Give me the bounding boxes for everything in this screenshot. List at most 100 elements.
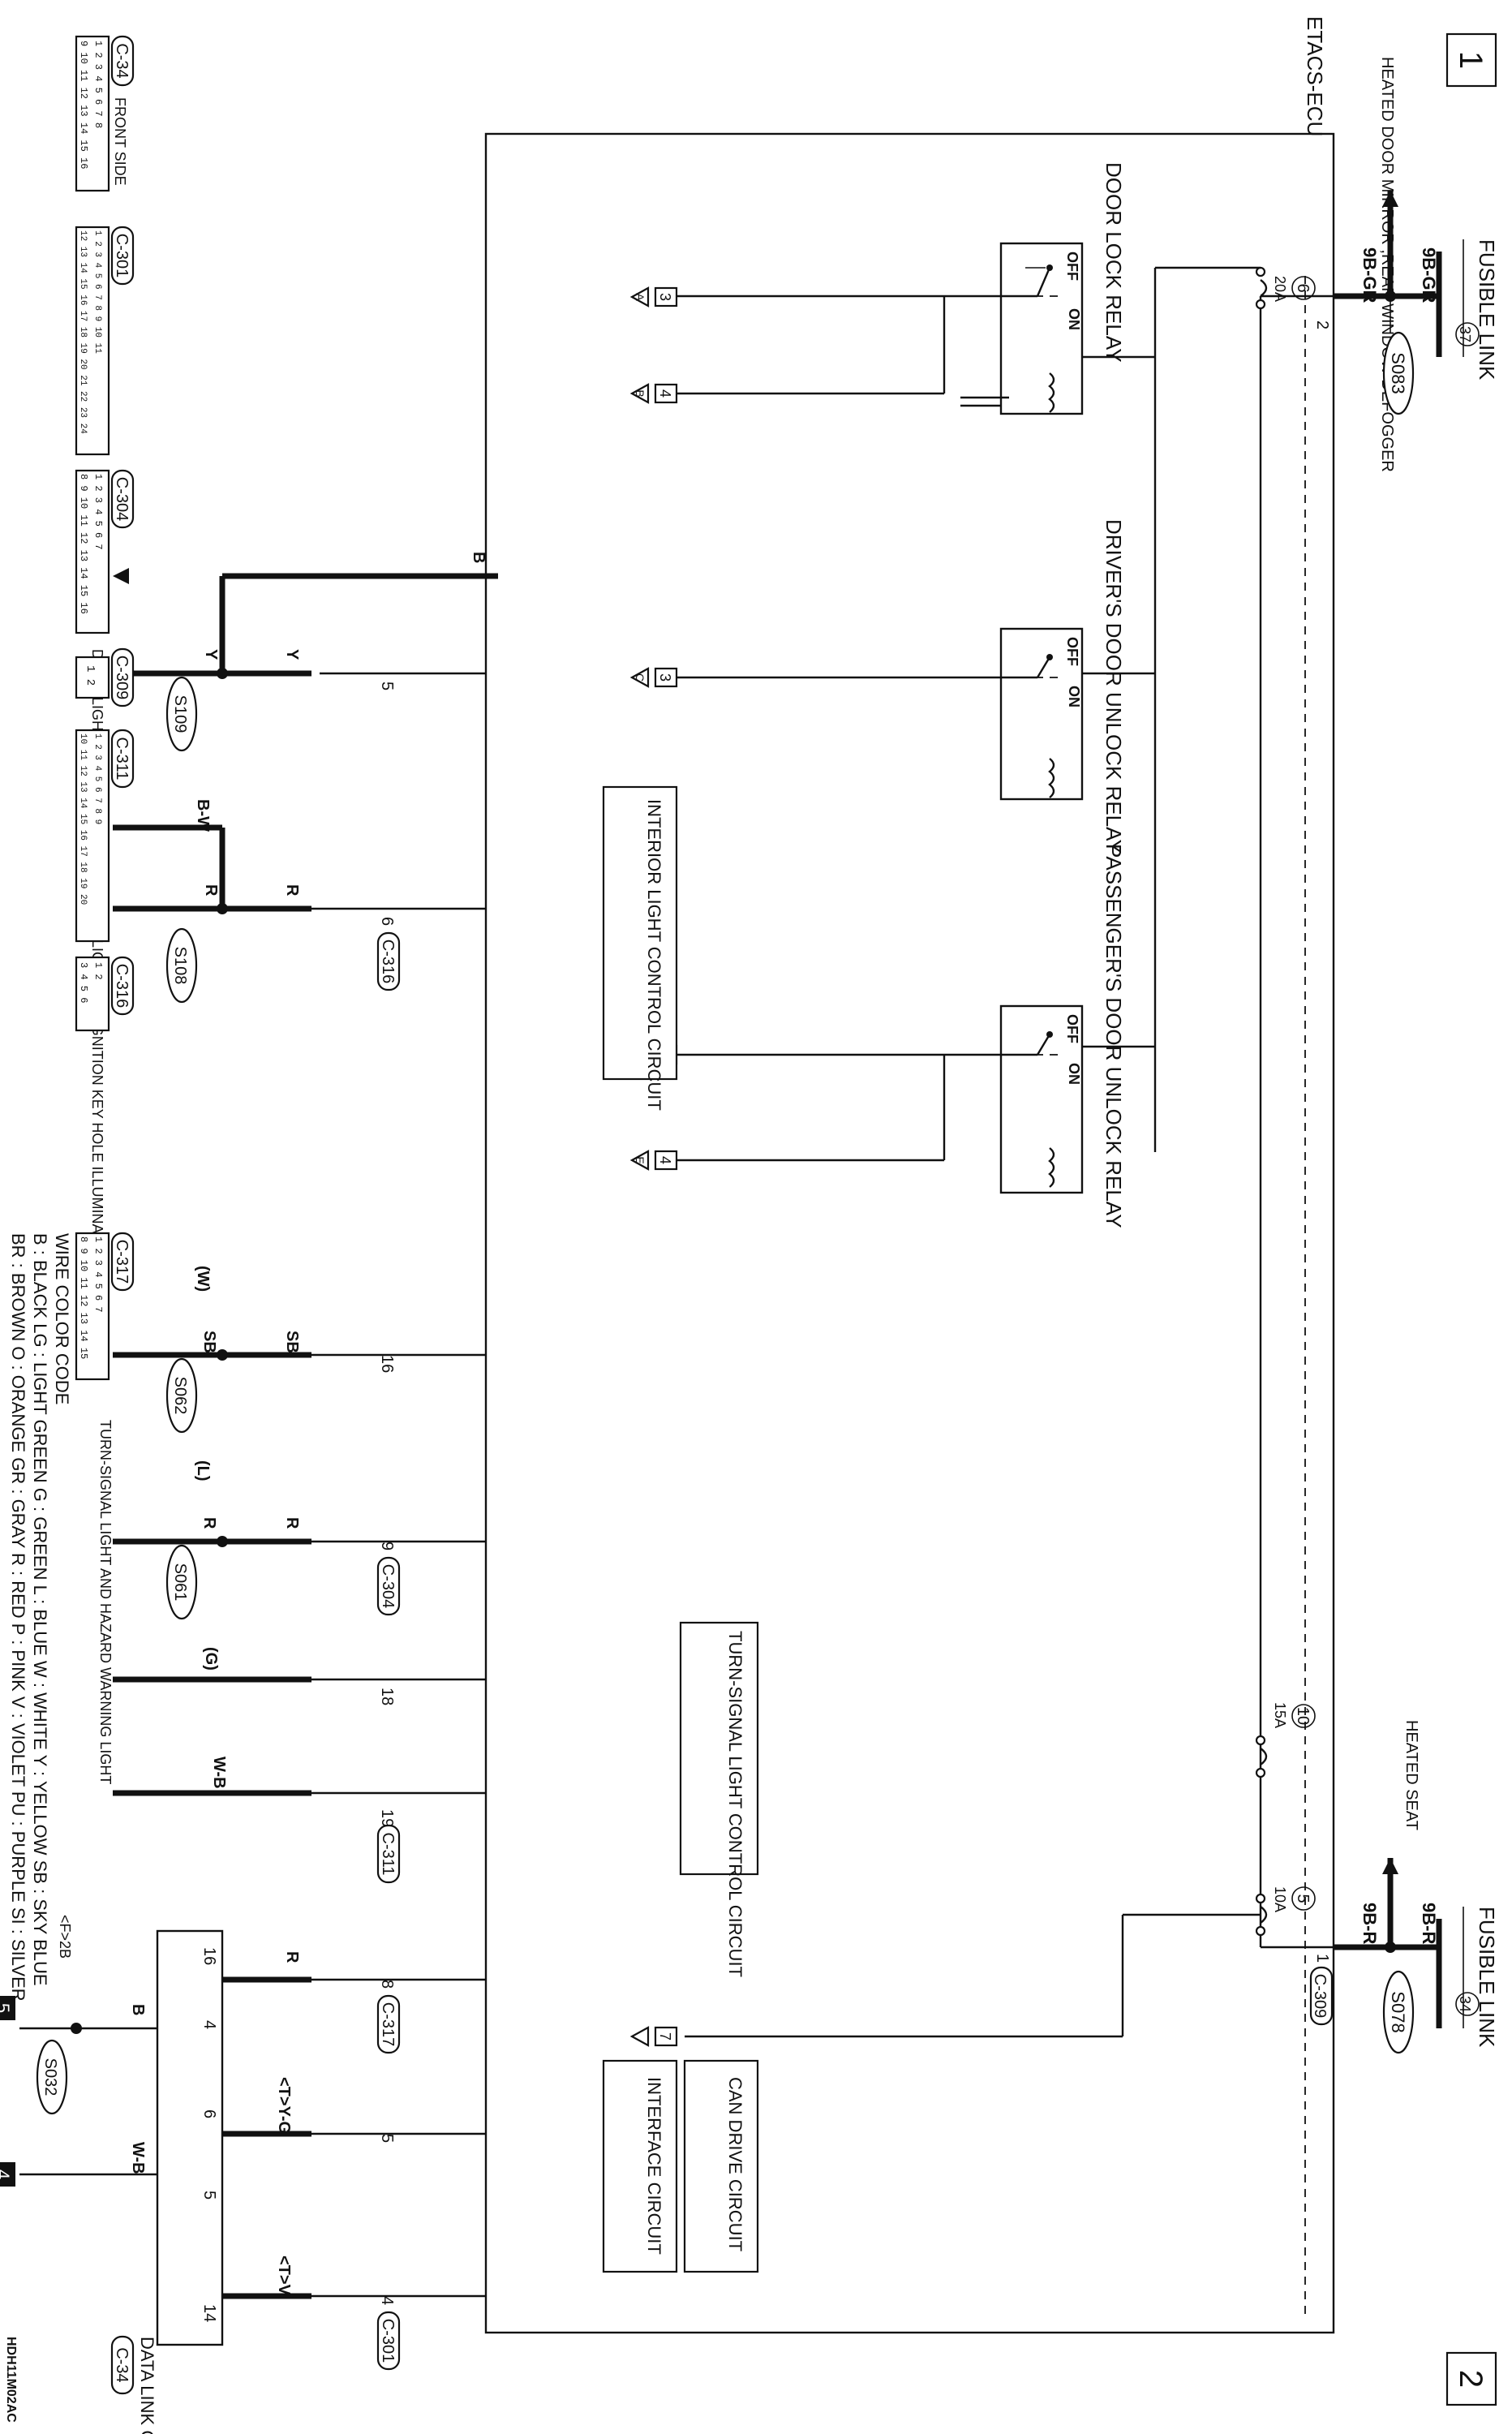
svg-text:4: 4 — [657, 1156, 673, 1164]
etacs-ecu-box — [484, 132, 1335, 2334]
svg-text:E: E — [634, 1156, 646, 1163]
svg-text:(G): (G) — [202, 1647, 220, 1671]
svg-text:DRIVER'S DOOR UNLOCK RELAY: DRIVER'S DOOR UNLOCK RELAY — [1102, 519, 1126, 854]
svg-text:FRONT SIDE: FRONT SIDE — [112, 97, 128, 186]
svg-text:ON: ON — [1066, 686, 1082, 707]
svg-text:INTERFACE CIRCUIT: INTERFACE CIRCUIT — [644, 2077, 664, 2255]
svg-text:8 9 10 11 12 13 14 15: 8 9 10 11 12 13 14 15 — [78, 1236, 89, 1359]
svg-text:R: R — [283, 884, 301, 897]
svg-text:BR : BROWN O : ORANGE GR: BR : BROWN O : ORANGE GR : GRAY R : RED … — [8, 1233, 28, 2002]
svg-text:9 10 11 12 13 14 15 16: 9 10 11 12 13 14 15 16 — [78, 41, 89, 169]
svg-text:W-B: W-B — [129, 2142, 147, 2174]
svg-text:R: R — [283, 1517, 301, 1529]
svg-text:34: 34 — [1457, 1996, 1473, 2012]
svg-text:8 9 10 11 12 13 14 15 16: 8 9 10 11 12 13 14 15 16 — [78, 474, 89, 614]
svg-text:FUSIBLE LINK: FUSIBLE LINK — [1475, 1907, 1499, 2048]
svg-text:S078: S078 — [1388, 1991, 1408, 2032]
svg-text:(L): (L) — [194, 1460, 212, 1481]
relay-driver-door-unlock: DRIVER'S DOOR UNLOCK RELAY OFF ON 3 C — [629, 519, 1155, 854]
svg-text:5: 5 — [378, 2134, 396, 2143]
svg-text:Y: Y — [202, 649, 220, 660]
svg-text:10: 10 — [1294, 1707, 1312, 1725]
svg-text:C-311: C-311 — [113, 738, 131, 781]
svg-text:CAN DRIVE CIRCUIT: CAN DRIVE CIRCUIT — [725, 2077, 745, 2251]
svg-text:S108: S108 — [171, 947, 189, 985]
svg-text:C: C — [634, 673, 646, 682]
svg-text:Y: Y — [283, 649, 301, 660]
svg-text:C-316: C-316 — [113, 964, 131, 1008]
svg-text:<T>Y-G: <T>Y-G — [275, 2077, 293, 2134]
interface-can-circuits: INTERFACE CIRCUIT CAN DRIVE CIRCUIT — [602, 2059, 759, 2273]
svg-text:C-316: C-316 — [379, 940, 397, 983]
svg-text:10A: 10A — [1272, 1886, 1288, 1912]
heated-seat-label: HEATED SEAT — [1402, 1720, 1420, 1830]
svg-text:WIRE COLOR CODE: WIRE COLOR CODE — [52, 1233, 72, 1404]
svg-text:1 2: 1 2 — [92, 962, 104, 980]
svg-text:12 13 14 15 16 17 18 19 20 21: 12 13 14 15 16 17 18 19 20 21 22 23 24 — [78, 230, 88, 434]
svg-text:C-304: C-304 — [379, 1564, 397, 1608]
svg-text:1 2 3 4 5 6 7: 1 2 3 4 5 6 7 — [92, 1236, 104, 1313]
svg-text:C-309: C-309 — [113, 656, 131, 699]
splice-s083 — [1382, 331, 1415, 415]
svg-text:6: 6 — [200, 2109, 218, 2118]
ref-7-marker: 7 — [629, 1913, 1261, 2047]
svg-text:37: 37 — [1457, 326, 1473, 342]
connector-c34: C-34 FRONT SIDE 1 2 3 4 5 6 7 8 9 10 11 … — [75, 35, 135, 192]
svg-text:9B-GR: 9B-GR — [1360, 247, 1380, 303]
data-link-connector-box — [156, 1929, 224, 2346]
connector-c311: C-311 1 2 3 4 5 6 7 8 9 10 11 12 13 14 1… — [75, 729, 135, 943]
relay-door-lock: DOOR LOCK RELAY OFF ON 3 A 4 B — [629, 162, 1155, 415]
svg-text:C-301: C-301 — [113, 234, 131, 277]
svg-text:3: 3 — [657, 673, 673, 682]
svg-text:3 4 5 6: 3 4 5 6 — [78, 962, 89, 1003]
data-link-section: 8 C-317 R 5 <T>Y-G 4 C-301 <T>V 16 4 6 5… — [0, 1915, 401, 2434]
svg-text:4: 4 — [200, 2020, 218, 2029]
svg-text:18: 18 — [378, 1688, 396, 1705]
svg-text:5: 5 — [200, 2191, 218, 2200]
connector-c309: C-309 1 2 — [75, 647, 135, 707]
fuse-5: 5 10A — [1255, 1886, 1316, 1937]
fusible-link-37: FUSIBLE LINK 37 9B-GR 9B-GR HEATED DOOR … — [1313, 57, 1499, 472]
svg-text:2: 2 — [1313, 320, 1331, 329]
svg-text:R: R — [200, 1517, 218, 1529]
svg-text:1: 1 — [1453, 51, 1488, 69]
svg-text:B: B — [470, 552, 488, 563]
svg-text:7: 7 — [657, 2032, 673, 2041]
svg-text:10 11 12 13 14 15 16 17 18 19: 10 11 12 13 14 15 16 17 18 19 20 — [78, 733, 88, 905]
svg-text:4: 4 — [0, 2170, 13, 2179]
svg-text:20A: 20A — [1272, 276, 1288, 302]
svg-text:C-34: C-34 — [113, 43, 131, 78]
svg-text:OFF: OFF — [1064, 637, 1080, 666]
svg-text:16: 16 — [378, 1355, 396, 1373]
connector-c304: C-304 1 2 3 4 5 6 7 8 9 10 11 12 13 14 1… — [75, 469, 135, 634]
svg-text:S061: S061 — [171, 1563, 189, 1602]
svg-text:A: A — [634, 293, 646, 301]
svg-text:INTERIOR LIGHT CONTROL CIRCUIT: INTERIOR LIGHT CONTROL CIRCUIT — [644, 799, 664, 1111]
connector-c301: C-301 1 2 3 4 5 6 7 8 9 10 11 12 13 14 1… — [75, 226, 135, 456]
svg-text:TURN-SIGNAL LIGHT CONTROL CIRC: TURN-SIGNAL LIGHT CONTROL CIRCUIT — [725, 1631, 745, 1977]
svg-text:B: B — [129, 2004, 147, 2015]
svg-text:4: 4 — [378, 2296, 396, 2305]
svg-text:ON: ON — [1066, 1063, 1082, 1085]
svg-text:S062: S062 — [171, 1377, 189, 1415]
svg-text:1 2 3 4 5 6 7 8 9 10 11: 1 2 3 4 5 6 7 8 9 10 11 — [92, 230, 102, 354]
svg-text:SB: SB — [283, 1331, 301, 1353]
svg-text:1 2 3 4 5 6 7 8: 1 2 3 4 5 6 7 8 — [92, 41, 104, 128]
svg-text:S032: S032 — [41, 2058, 59, 2096]
svg-text:(W): (W) — [194, 1266, 212, 1292]
svg-text:B-W: B-W — [194, 799, 212, 832]
connector-c317: C-317 1 2 3 4 5 6 7 8 9 10 11 12 13 14 1… — [75, 1232, 135, 1381]
interior-light-circuit: INTERIOR LIGHT CONTROL CIRCUIT 5 Y Y B S… — [89, 552, 678, 1314]
svg-text:C-309: C-309 — [1311, 1974, 1329, 2018]
page-number-top: 1 — [1445, 32, 1497, 88]
svg-text:5: 5 — [378, 682, 396, 690]
svg-text:16: 16 — [200, 1947, 218, 1965]
svg-text:C-317: C-317 — [379, 2002, 397, 2046]
svg-text:6: 6 — [378, 917, 396, 926]
svg-text:B: B — [634, 389, 646, 397]
svg-text:8: 8 — [378, 1980, 396, 1989]
splice-s078 — [1382, 1970, 1415, 2054]
svg-text:C-317: C-317 — [113, 1240, 131, 1284]
svg-text:FUSIBLE LINK: FUSIBLE LINK — [1475, 239, 1499, 381]
turn-signal-circuit: TURN-SIGNAL LIGHT CONTROL CIRCUIT 16 SB … — [97, 1266, 759, 1977]
